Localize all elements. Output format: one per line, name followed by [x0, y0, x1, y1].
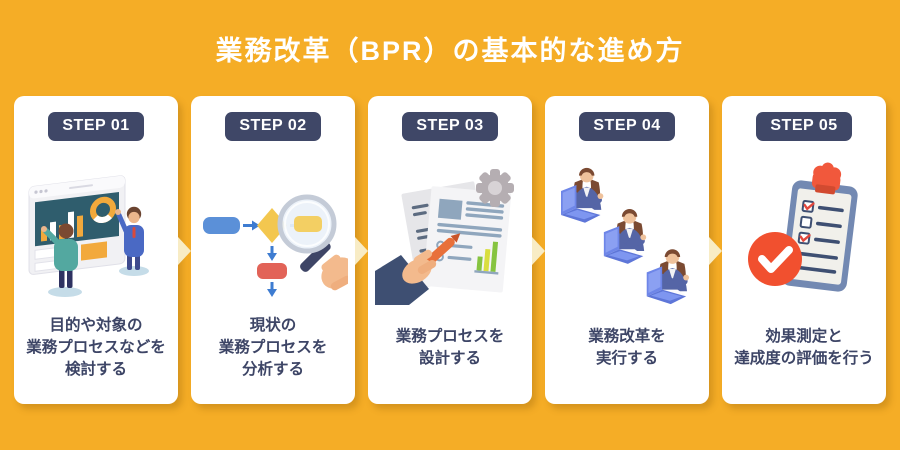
header: 業務改革（BPR）の基本的な進め方: [0, 0, 900, 96]
hand-with-pen: [375, 233, 461, 305]
step-03-caption: 業務プロセスを 設計する: [395, 327, 505, 367]
checkmark-icon: [748, 232, 802, 286]
step-05-badge: STEP 05: [756, 112, 852, 141]
step-04-badge: STEP 04: [579, 112, 675, 141]
step-02-badge: STEP 02: [225, 112, 321, 141]
documents-pen-gear-svg: [375, 169, 514, 305]
clipboard: [781, 162, 858, 292]
gear-icon: [476, 169, 514, 207]
step-04-caption: 業務改革を 実行する: [588, 327, 666, 367]
flowchart-magnifier-svg: [203, 194, 348, 297]
flowchart: [203, 208, 305, 297]
dashboard-discussion-illustration: [21, 155, 171, 305]
front-document: [423, 186, 512, 293]
step-03-badge: STEP 03: [402, 112, 498, 141]
step-card-02: STEP 02: [191, 96, 368, 404]
team-laptops-illustration: [552, 155, 702, 305]
next-step-arrow: [709, 237, 722, 265]
step-card-04: STEP 04 業務改革を 実行する: [545, 96, 722, 404]
step-01-badge: STEP 01: [48, 112, 144, 141]
step-card-05: STEP 05: [722, 96, 886, 404]
person-suit: [115, 206, 144, 270]
team-laptops-svg: [561, 167, 690, 305]
steps-row: STEP 01: [0, 96, 900, 404]
person-pointing: [41, 223, 78, 288]
clip: [811, 162, 842, 195]
next-step-arrow: [532, 237, 545, 265]
checklist-clipboard-svg: [748, 162, 858, 292]
step-card-01: STEP 01: [14, 96, 191, 404]
hand: [321, 254, 348, 291]
documents-pen-gear-illustration: [375, 155, 525, 305]
next-step-arrow: [178, 237, 191, 265]
page-title: 業務改革（BPR）の基本的な進め方: [215, 35, 685, 66]
step-card-03: STEP 03: [368, 96, 545, 404]
checklist-rows: [795, 200, 844, 274]
checklist-clipboard-illustration: [729, 155, 879, 305]
flowchart-magnifier-illustration: [198, 155, 348, 305]
next-step-arrow: [355, 237, 368, 265]
dashboard-discussion-svg: [28, 175, 149, 297]
magnifier-handle: [300, 241, 331, 272]
step-02-caption: 現状の 業務プロセスを 分析する: [218, 316, 328, 378]
step-05-caption: 効果測定と 達成度の評価を行う: [734, 327, 874, 367]
step-01-caption: 目的や対象の 業務プロセスなどを 検討する: [26, 316, 166, 378]
